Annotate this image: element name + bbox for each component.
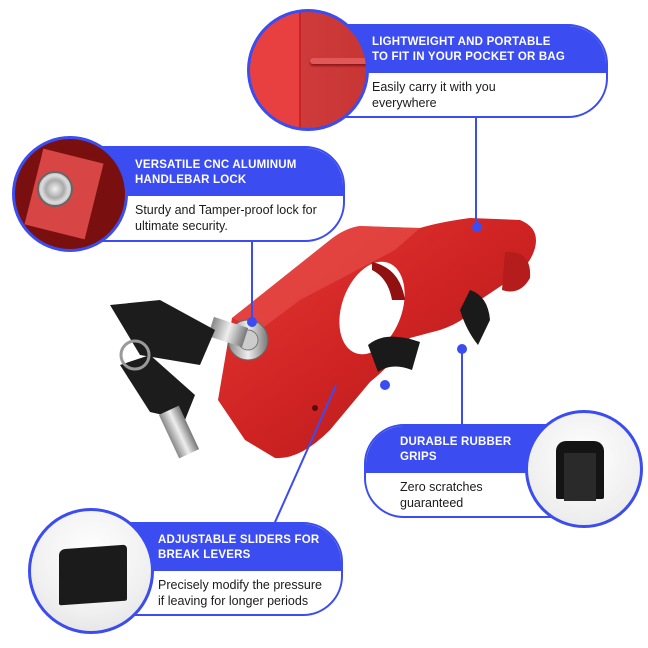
callout-image-sliders (28, 508, 154, 634)
slider-pad-icon (59, 544, 127, 606)
callout-description: Precisely modify the pressure if leaving… (158, 578, 322, 608)
connector-line-rubber-grips (461, 350, 463, 426)
callout-image-lightweight (247, 9, 369, 131)
aluminum-edge-detail (310, 58, 366, 64)
connector-line-cnc-lock (251, 240, 253, 320)
callout-cnc-lock: VERSATILE CNC ALUMINUM HANDLEBAR LOCK St… (100, 146, 345, 242)
lock-cylinder-icon (37, 171, 73, 207)
rubber-grip-opening (564, 453, 596, 501)
callout-lightweight: LIGHTWEIGHT AND PORTABLE TO FIT IN YOUR … (330, 24, 608, 118)
connector-dot-lightweight (472, 222, 482, 232)
callout-title: LIGHTWEIGHT AND PORTABLE TO FIT IN YOUR … (332, 26, 606, 73)
connector-line-lightweight (475, 116, 477, 224)
connector-dot-rubber-grips (457, 344, 467, 354)
callout-description: Sturdy and Tamper-proof lock for ultimat… (135, 203, 317, 233)
callout-title: VERSATILE CNC ALUMINUM HANDLEBAR LOCK (102, 148, 343, 196)
callout-image-cnc-lock (12, 136, 128, 252)
callout-description: Easily carry it with you everywhere (372, 80, 496, 110)
connector-dot-cnc-lock (247, 317, 257, 327)
connector-dot-sliders (380, 380, 390, 390)
callout-image-rubber-grips (525, 410, 643, 528)
callout-description: Zero scratches guaranteed (400, 480, 483, 510)
